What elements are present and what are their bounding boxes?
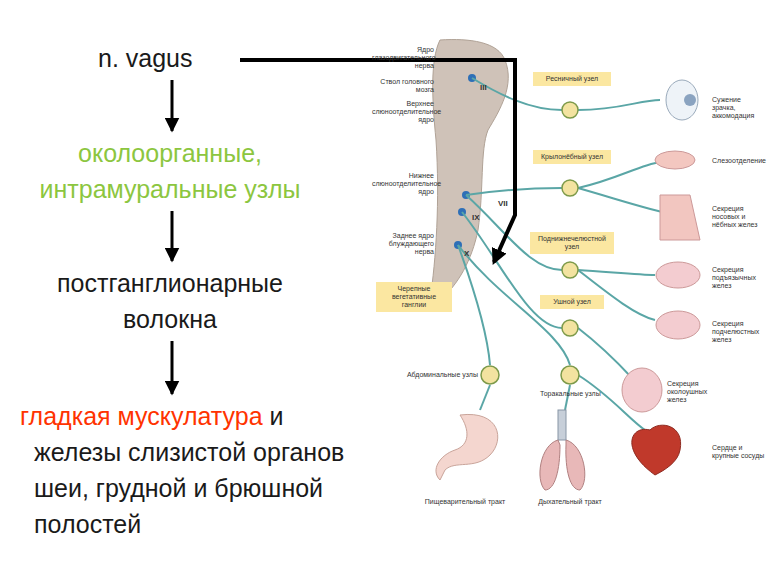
ganglion-box: Ушной узел: [540, 295, 604, 309]
illustration-label: Нижнее слюноотделительное ядро: [372, 172, 434, 196]
illustration-label: Абдоминальные узлы: [400, 371, 478, 379]
flow-arrow: [171, 211, 174, 261]
illustration-label: III: [480, 84, 494, 92]
node-text: n. vagus: [98, 40, 248, 76]
illustration-label: Верхнее слюноотделительное ядро: [372, 100, 434, 124]
node-text: Черепные вегетативные ганглии: [380, 285, 448, 309]
illustration-label: Торакальные узлы: [540, 390, 604, 398]
node-text: околоорганные, интрамуральные узлы: [0, 135, 340, 207]
ganglion-box: Крылонёбный узел: [533, 150, 611, 164]
flow-step: гладкая мускулатура и железы слизистой о…: [20, 398, 355, 542]
node-text: Поднижнечелюстной узел: [534, 235, 610, 251]
flow-step: постганглионарные волокна: [10, 265, 330, 337]
illustration-label: IX: [472, 214, 486, 222]
node-text: гладкая мускулатура: [20, 402, 263, 430]
illustration-label: Секреция околоушных желез: [667, 380, 721, 404]
illustration-label: Ствол головного мозга: [372, 78, 434, 94]
illustration-label: Ядро глазодвигательного нерва: [372, 46, 434, 70]
illustration-label: X: [464, 250, 476, 258]
nerve-lines: [458, 78, 675, 430]
node-text: Крылонёбный узел: [537, 153, 607, 161]
illustration-label: VII: [498, 200, 514, 208]
illustration-label: Дыхательный тракт: [525, 498, 615, 506]
illustration-label: Слезоотделение: [712, 157, 766, 165]
illustration-label: Секреция подъязычных желез: [712, 266, 766, 290]
illustration-label: Секреция носовых и нёбных желез: [712, 205, 766, 229]
illustration-label: Пищеварительный тракт: [420, 498, 510, 506]
node-text: Ушной узел: [544, 298, 600, 306]
pointer-arrow: [240, 60, 515, 262]
ganglion-box: Поднижнечелюстной узел: [530, 232, 614, 254]
flow-arrow: [171, 341, 174, 394]
illustration-label: Секреция подчелюстных желез: [712, 320, 766, 344]
organs: [436, 80, 700, 490]
illustration-label: Сердце и крупные сосуды: [712, 444, 766, 460]
illustration-label: Сужение зрачка, аккомодация: [712, 96, 766, 120]
ganglion-box: Черепные вегетативные ганглии: [376, 282, 452, 312]
node-text: постганглионарные волокна: [10, 265, 330, 337]
node-text: Ресничный узел: [537, 75, 607, 83]
flow-step: n. vagus: [98, 40, 248, 76]
ganglion-box: Ресничный узел: [533, 72, 611, 86]
flow-arrow: [171, 80, 174, 131]
flow-step: околоорганные, интрамуральные узлы: [0, 135, 340, 207]
illustration-label: Заднее ядро блуждающего нерва: [372, 232, 434, 256]
